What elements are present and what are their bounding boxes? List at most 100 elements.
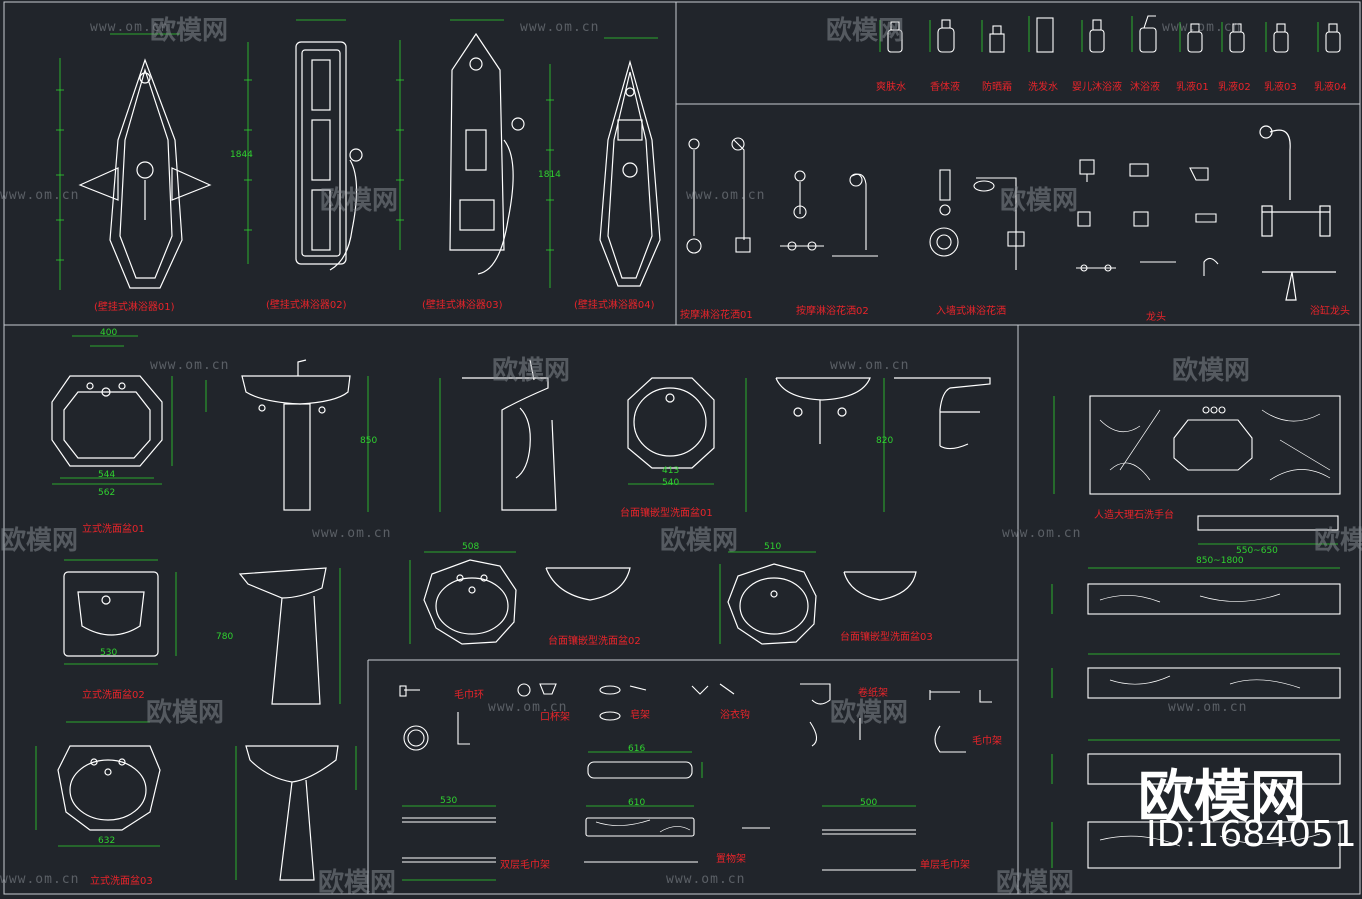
watermark-url: www.om.cn xyxy=(0,872,80,887)
watermark-brand: 欧模网 xyxy=(146,698,225,728)
watermark-brand: 欧模网 xyxy=(1000,186,1079,216)
massage-shower-2-drawing xyxy=(780,170,878,257)
label-counter-basin-1: 台面镶嵌型洗面盆01 xyxy=(620,508,713,519)
label-pedestal-basin-1: 立式洗面盆01 xyxy=(82,524,145,535)
watermark-brand: 欧模网 xyxy=(660,526,739,556)
marble-counter-sections xyxy=(1087,583,1341,869)
watermark-url: www.om.cn xyxy=(90,20,170,35)
pedestal-basin-1-plan xyxy=(51,375,163,467)
label-counter-basin-2: 台面镶嵌型洗面盆02 xyxy=(548,636,641,647)
watermark-url: www.om.cn xyxy=(1162,20,1242,35)
label-bottle-4: 洗发水 xyxy=(1028,82,1058,93)
label-bottle-7: 乳液01 xyxy=(1176,82,1209,93)
toiletry-bottles xyxy=(887,15,1341,53)
massage-shower-1-drawing xyxy=(686,137,751,254)
dim-shelf-length-2: 610 xyxy=(628,798,646,808)
counter-basin-1-plan xyxy=(627,377,715,469)
dim-basin-1-height: 850 xyxy=(360,436,378,446)
watermark-url: www.om.cn xyxy=(0,188,80,203)
watermark-brand: 欧模网 xyxy=(0,526,79,556)
watermark-url: www.om.cn xyxy=(520,20,600,35)
label-massage-shower-2: 按摩淋浴花洒02 xyxy=(796,306,869,317)
shower-panel-4-dims xyxy=(546,37,658,288)
watermark-url: www.om.cn xyxy=(150,358,230,373)
section-frame xyxy=(3,1,1361,895)
dim-basin-1-width: 562 xyxy=(98,488,116,498)
marble-counter-dims xyxy=(1051,396,1340,868)
dim-shower-panel-2-height: 1844 xyxy=(230,150,253,160)
label-shelf: 置物架 xyxy=(716,854,746,865)
dim-basin-2-width: 530 xyxy=(100,648,118,658)
label-towel-rack: 毛巾架 xyxy=(972,736,1002,747)
row3-dims xyxy=(64,551,816,704)
watermark-url: www.om.cn xyxy=(312,526,392,541)
pedestal-basin-1-side xyxy=(462,359,557,511)
label-shower-panel-2: (壁挂式淋浴器02) xyxy=(266,300,347,311)
counter-basin-2 xyxy=(423,559,631,645)
watermark-url: www.om.cn xyxy=(488,700,568,715)
dim-counter-basin-2-width: 508 xyxy=(462,542,480,552)
label-faucet: 龙头 xyxy=(1146,312,1166,323)
pedestal-basin-3-elevation xyxy=(245,745,339,881)
counter-basin-3 xyxy=(727,563,917,645)
dim-shelf-length-1: 616 xyxy=(628,744,646,754)
label-bottle-9: 乳液03 xyxy=(1264,82,1297,93)
row2-dims xyxy=(205,376,885,512)
shower-panel-1-drawing xyxy=(78,58,212,289)
watermark-url: www.om.cn xyxy=(1168,700,1248,715)
label-shower-panel-1: (壁挂式淋浴器01) xyxy=(94,302,175,313)
shower-panel-2-drawing xyxy=(295,41,363,271)
dim-double-bar-length: 530 xyxy=(440,796,458,806)
watermark-url: www.om.cn xyxy=(830,358,910,373)
watermark-brand: 欧模网 xyxy=(1172,356,1251,386)
label-shower-panel-4: (壁挂式淋浴器04) xyxy=(574,300,655,311)
dim-counter-basin-1-height: 820 xyxy=(876,436,894,446)
shower-panel-3-drawing xyxy=(449,32,525,275)
watermark-big-brand: 欧模网 xyxy=(1138,765,1306,830)
label-massage-shower-1: 按摩淋浴花洒01 xyxy=(680,310,753,321)
watermark-url: www.om.cn xyxy=(666,872,746,887)
tub-faucet-drawing xyxy=(1259,125,1336,301)
watermark-brand: 欧模网 xyxy=(826,16,905,46)
watermark-url: www.om.cn xyxy=(686,188,766,203)
dim-counter-depth-range: 550~650 xyxy=(1236,546,1278,556)
label-pedestal-basin-2: 立式洗面盆02 xyxy=(82,690,145,701)
wall-shower-drawing xyxy=(929,169,1025,270)
dim-counter-length-range: 850~1800 xyxy=(1196,556,1244,566)
label-pedestal-basin-3: 立式洗面盆03 xyxy=(90,876,153,887)
label-paper-holder: 卷纸架 xyxy=(858,688,888,699)
dim-counter-basin-1-width: 540 xyxy=(662,478,680,488)
label-towel-ring: 毛巾环 xyxy=(454,690,484,701)
row4-dims xyxy=(35,721,357,880)
shower-panel-3-dims xyxy=(396,19,504,250)
label-tub-faucet: 浴缸龙头 xyxy=(1310,306,1350,317)
label-bottle-1: 爽肤水 xyxy=(876,82,906,93)
watermark-brand: 欧模网 xyxy=(150,16,229,46)
label-shower-panel-3: (壁挂式淋浴器03) xyxy=(422,300,503,311)
dim-basin-3-width: 632 xyxy=(98,836,116,846)
label-single-towel-bar: 单层毛巾架 xyxy=(920,860,970,871)
label-wall-shower: 入墙式淋浴花洒 xyxy=(936,306,1006,317)
pedestal-basin-2-plan xyxy=(63,571,159,657)
watermark-brand: 欧模网 xyxy=(492,356,571,386)
dim-single-bar-length: 500 xyxy=(860,798,878,808)
pedestal-basin-1-elevation xyxy=(241,359,351,511)
shower-panel-4-drawing xyxy=(599,59,661,287)
accessories-drawing xyxy=(399,683,992,871)
watermark-url: www.om.cn xyxy=(1002,526,1082,541)
label-double-towel-bar: 双层毛巾架 xyxy=(500,860,550,871)
label-bottle-8: 乳液02 xyxy=(1218,82,1251,93)
toiletry-bottles-dims xyxy=(879,16,1319,52)
dim-basin-1-top-width: 400 xyxy=(100,328,118,338)
watermark-brand: 欧模网 xyxy=(1314,526,1362,556)
label-cup-holder: 口杯架 xyxy=(540,712,570,723)
marble-counter-plan xyxy=(1089,395,1341,531)
label-bottle-2: 香体液 xyxy=(930,82,960,93)
dim-counter-basin-3-width: 510 xyxy=(764,542,782,552)
watermark-model-id: ID:1684051 xyxy=(1146,814,1357,855)
label-marble-counter: 人造大理石洗手台 xyxy=(1094,510,1174,521)
pedestal-basin-2-elevation xyxy=(238,567,327,705)
watermark-brand: 欧模网 xyxy=(318,868,397,898)
dim-counter-basin-1-inner: 413 xyxy=(662,466,680,476)
